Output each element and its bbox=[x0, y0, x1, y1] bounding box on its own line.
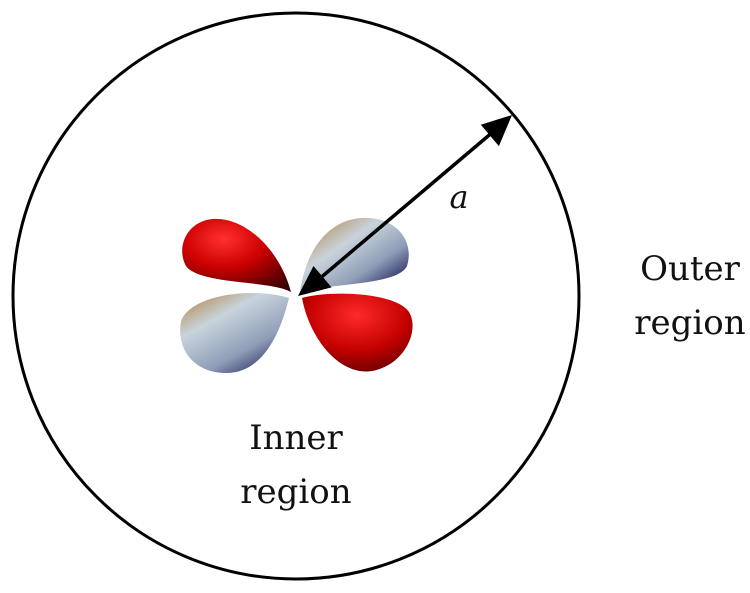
radius-arrow-head-inner bbox=[298, 266, 332, 296]
inner-region-label-line2: region bbox=[240, 472, 351, 512]
outer-region-label-line1: Outer bbox=[640, 249, 741, 289]
orbital-lobe-top-left bbox=[182, 218, 291, 292]
inner-region-label-line1: Inner bbox=[249, 418, 343, 458]
radius-arrow-shaft bbox=[316, 129, 496, 282]
radius-arrow bbox=[298, 115, 512, 296]
radius-arrow-head-outer bbox=[480, 115, 512, 147]
orbital-lobe-bottom-left bbox=[180, 292, 289, 374]
orbital-lobe-bottom-right bbox=[302, 293, 413, 372]
outer-region-label-line2: region bbox=[634, 303, 745, 343]
orbital-shape bbox=[180, 217, 413, 374]
radius-label: a bbox=[449, 178, 468, 216]
boundary-circle bbox=[11, 11, 581, 581]
